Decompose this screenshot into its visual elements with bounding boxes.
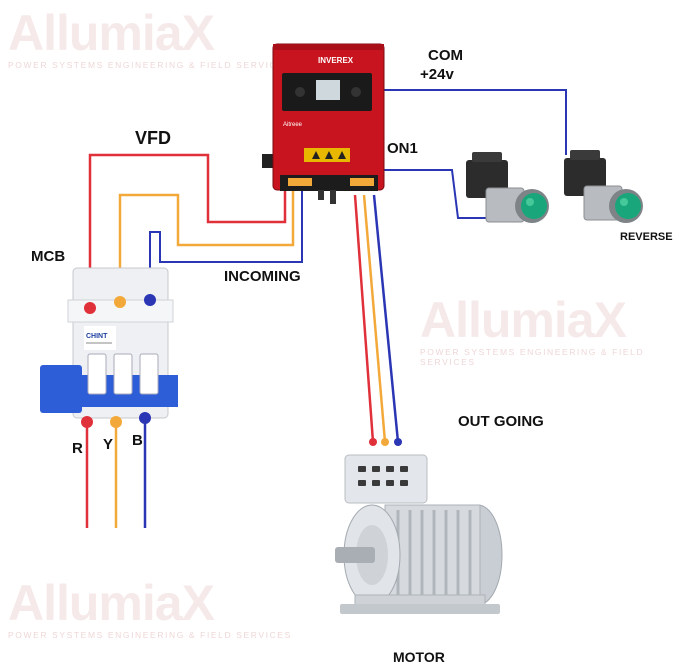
reverse-push-button[interactable] xyxy=(564,150,643,223)
mcb-brand-text: CHINT xyxy=(86,333,108,340)
vfd-brand-text: INVEREX xyxy=(318,56,354,65)
vfd-device: INVEREX Aitreee xyxy=(262,43,385,204)
mcb-out-terminal-blue xyxy=(139,412,151,424)
reverse-label: REVERSE xyxy=(620,231,673,243)
phase-b-label: B xyxy=(132,432,143,449)
vfd-label: VFD xyxy=(135,128,171,148)
outgoing-label: OUT GOING xyxy=(458,413,544,430)
mcb-terminal-yellow xyxy=(114,296,126,308)
vfd-model-badge: Aitreee xyxy=(283,122,303,128)
incoming-wire-yellow xyxy=(118,190,295,302)
motor-terminal-blue xyxy=(394,438,402,446)
com-label: COM xyxy=(428,47,463,64)
com-voltage-label: +24v xyxy=(420,66,454,83)
incoming-wire-blue xyxy=(149,190,303,300)
motor-terminal-red xyxy=(369,438,377,446)
on1-control-wire xyxy=(384,169,490,219)
on1-label: ON1 xyxy=(387,140,418,157)
mcb-terminal-blue xyxy=(144,294,156,306)
mcb-out-terminal-yellow xyxy=(110,416,122,428)
mcb-label: MCB xyxy=(31,248,66,265)
on1-push-button[interactable] xyxy=(466,152,549,223)
motor-device xyxy=(335,454,503,614)
motor-label: MOTOR xyxy=(393,649,445,665)
incoming-label: INCOMING xyxy=(224,268,301,285)
phase-y-label: Y xyxy=(103,436,114,453)
phase-r-label: R xyxy=(72,440,83,457)
mcb-terminal-red xyxy=(84,302,96,314)
mcb-out-terminal-red xyxy=(81,416,93,428)
incoming-wire-red xyxy=(88,153,287,308)
com-control-wire xyxy=(384,89,567,155)
outgoing-wire-yellow xyxy=(362,194,387,443)
outgoing-wire-red xyxy=(353,194,375,443)
mcb-device: CHINT xyxy=(40,267,178,428)
outgoing-wire-blue xyxy=(372,194,400,443)
motor-terminal-yellow xyxy=(381,438,389,446)
